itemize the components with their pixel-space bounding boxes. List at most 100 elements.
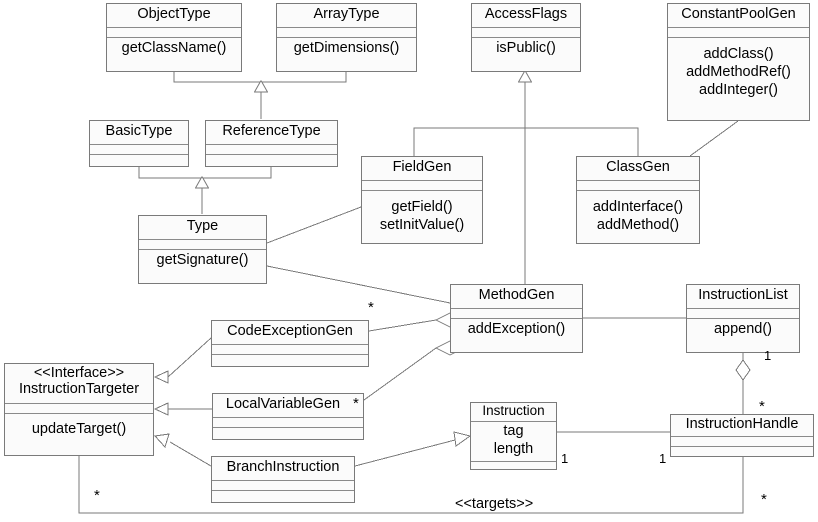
interface-stereotype: <<Interface>> (33, 365, 125, 381)
operations-compartment: getField() setInitValue() (362, 191, 482, 237)
class-name: FieldGen (392, 159, 452, 175)
class-box-methodgen[interactable]: MethodGen addException() (450, 284, 583, 353)
operations-compartment: addClass() addMethodRef() addInteger() (668, 38, 809, 102)
class-box-arraytype[interactable]: ArrayType getDimensions() (276, 3, 417, 72)
operation-item: isPublic() (496, 40, 556, 57)
compartment-separator (687, 317, 799, 319)
operation-item: getField() (391, 199, 453, 216)
compartment-separator (472, 26, 580, 28)
compartment-separator (577, 179, 699, 181)
class-name: MethodGen (478, 287, 555, 303)
class-name: InstructionList (698, 287, 788, 303)
class-box-fieldgen[interactable]: FieldGen getField() setInitValue() (361, 156, 483, 244)
attributes-compartment (451, 309, 582, 318)
multiplicity-instruction-one: 1 (561, 451, 569, 466)
class-box-basictype[interactable]: BasicType (89, 120, 189, 167)
attributes-compartment: tag length (471, 422, 556, 461)
compartment-separator (139, 238, 266, 240)
compartment-separator (277, 26, 416, 28)
attributes-compartment (362, 181, 482, 190)
multiplicity-targeter-star: * (94, 487, 100, 504)
compartment-separator (668, 36, 809, 38)
operations-compartment (213, 428, 363, 437)
class-box-instructiontargeter[interactable]: <<Interface>> InstructionTargeter update… (4, 363, 154, 456)
class-box-objecttype[interactable]: ObjectType getClassName() (106, 3, 242, 72)
operations-compartment (212, 355, 368, 364)
class-box-instructionlist[interactable]: InstructionList append() (686, 284, 800, 353)
class-box-codeexceptiongen[interactable]: CodeExceptionGen (211, 320, 369, 367)
class-box-referencetype[interactable]: ReferenceType (205, 120, 338, 167)
compartment-separator (362, 179, 482, 181)
operations-compartment: append() (687, 319, 799, 342)
attributes-compartment (212, 345, 368, 354)
class-name: BasicType (105, 123, 173, 139)
attributes-compartment (668, 28, 809, 37)
compartment-separator (472, 36, 580, 38)
targets-association-label: <<targets>> (455, 496, 534, 512)
operation-item: getClassName() (121, 40, 227, 57)
compartment-separator (668, 26, 809, 28)
class-name: BranchInstruction (226, 459, 340, 475)
compartment-separator (206, 153, 337, 155)
class-name: ArrayType (313, 6, 380, 22)
compartment-separator (471, 420, 556, 422)
class-box-type[interactable]: Type getSignature() (138, 215, 267, 284)
multiplicity-instructionhandle-one: 1 (659, 451, 667, 466)
class-name: CodeExceptionGen (227, 323, 353, 339)
compartment-separator (90, 153, 188, 155)
compartment-separator (206, 143, 337, 145)
operations-compartment (471, 462, 556, 471)
compartment-separator (451, 307, 582, 309)
attributes-compartment (90, 145, 188, 154)
operations-compartment: isPublic() (472, 38, 580, 61)
operation-item: append() (713, 321, 773, 338)
attributes-compartment (577, 181, 699, 190)
class-name: InstructionHandle (685, 416, 799, 432)
operations-compartment (90, 155, 188, 164)
operation-item: addMethodRef() (686, 63, 791, 80)
class-name: AccessFlags (484, 6, 568, 22)
compartment-separator (212, 353, 368, 355)
class-box-branchinstruction[interactable]: BranchInstruction (211, 456, 355, 503)
multiplicity-localvariablegen: * (353, 395, 359, 412)
compartment-separator (139, 248, 266, 250)
compartment-separator (5, 403, 153, 405)
attributes-compartment (687, 309, 799, 318)
compartment-separator (451, 317, 582, 319)
operation-item: addException() (467, 321, 566, 338)
operation-item: getSignature() (156, 252, 249, 269)
multiplicity-codeexceptiongen: * (368, 299, 374, 316)
attributes-compartment (212, 481, 354, 490)
operation-item: addInteger() (699, 81, 778, 98)
operation-item: addInterface() (592, 199, 684, 216)
compartment-separator (671, 445, 813, 447)
class-box-instructionhandle[interactable]: InstructionHandle (670, 414, 814, 457)
compartment-separator (107, 36, 241, 38)
operation-item: setInitValue() (379, 216, 465, 233)
class-box-accessflags[interactable]: AccessFlags isPublic() (471, 3, 581, 72)
class-box-constantpoolgen[interactable]: ConstantPoolGen addClass() addMethodRef(… (667, 3, 810, 121)
class-box-localvariablegen[interactable]: LocalVariableGen (212, 393, 364, 440)
class-box-instruction[interactable]: Instruction tag length (470, 402, 557, 470)
class-box-classgen[interactable]: ClassGen addInterface() addMethod() (576, 156, 700, 244)
class-name: LocalVariableGen (225, 396, 341, 412)
compartment-separator (90, 143, 188, 145)
compartment-separator (212, 343, 368, 345)
attributes-compartment (472, 28, 580, 37)
compartment-separator (107, 26, 241, 28)
multiplicity-instructionlist-one: 1 (764, 348, 772, 363)
attributes-compartment (139, 240, 266, 249)
attributes-compartment (206, 145, 337, 154)
attribute-item: length (493, 440, 534, 457)
operations-compartment: addException() (451, 319, 582, 342)
class-name: ObjectType (137, 6, 211, 22)
operations-compartment: updateTarget() (5, 414, 153, 441)
attributes-compartment (107, 28, 241, 37)
compartment-separator (687, 307, 799, 309)
operations-compartment: getSignature() (139, 250, 266, 273)
operations-compartment: addInterface() addMethod() (577, 191, 699, 237)
attributes-compartment (277, 28, 416, 37)
compartment-separator (577, 189, 699, 191)
compartment-separator (213, 426, 363, 428)
